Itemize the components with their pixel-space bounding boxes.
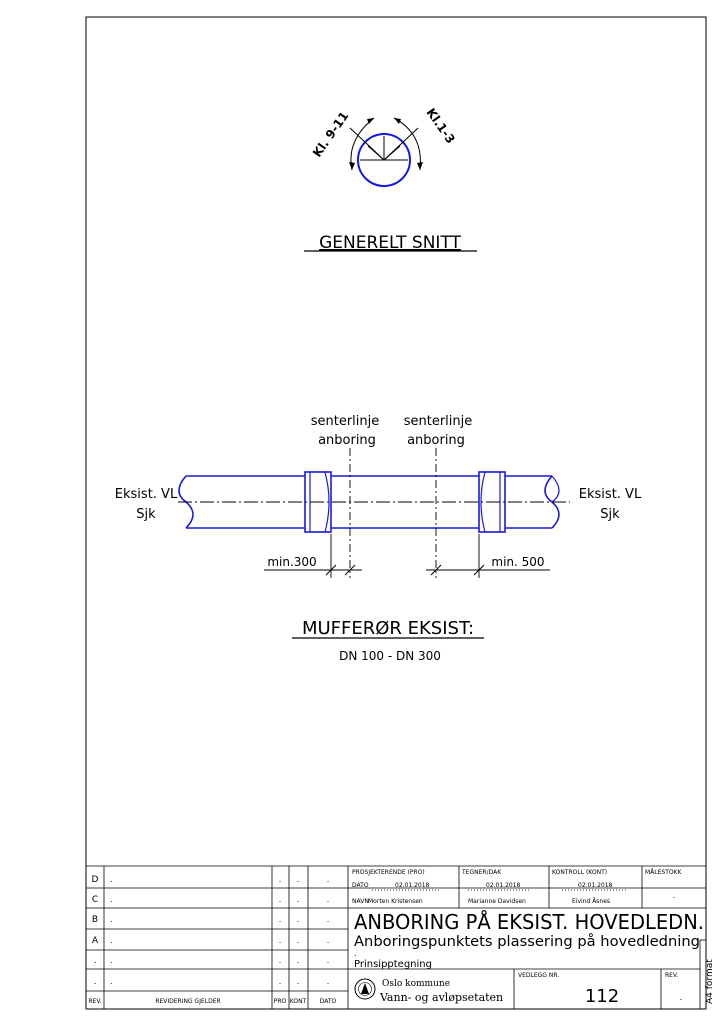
tegner-label: TEGNER/DAK [461,869,502,876]
rev-row-1-dato: . [327,875,330,884]
rev-row-1-rev: D [92,875,99,885]
header-dato: DATO [320,998,337,1005]
label-drilling-1: anboring [318,433,376,448]
label-left-end-line2: Sjk [136,507,156,522]
navn-label: NAVN [352,898,369,905]
malestokk-value: . [673,891,676,900]
dim-label-left: min.300 [267,555,316,569]
rev-row-6-pro: . [279,977,282,986]
rev-row-2-rev: C [92,895,98,905]
header-kont: KONT [290,998,307,1005]
rev-row-6-dato: . [327,977,330,986]
drawing-title: ANBORING PÅ EKSIST. HOVEDLEDN. [354,910,704,934]
section-title: GENERELT SNITT [319,233,461,253]
oslo-kommune-logo [354,978,376,1000]
rev-row-4-kont: . [297,936,300,945]
dim-tick-left-2 [344,564,356,576]
rev-row-2-pro: . [279,895,282,904]
kontroll-name: Eivind Åsnes [572,898,610,905]
label-right-end-line1: Eksist. VL [579,487,642,502]
label-centerline-2: senterlinje [404,414,473,429]
org-line2: Vann- og avløpsetaten [379,991,503,1004]
format-label: A4 format [705,959,715,1004]
tegner-date: 02.01.2018 [486,882,521,889]
rev-row-4-dato: . [327,936,330,945]
rev-row-1-text: . [110,875,113,884]
label-clock-9-11: Kl. 9-11 [310,109,351,160]
rev-row-4-text: . [110,936,113,945]
rev-row-1-kont: . [297,875,300,884]
rev-row-6-text: . [110,977,113,986]
dim-tick-left-1 [325,564,337,576]
arrow-right-bottom [417,162,423,170]
rev-row-3-kont: . [297,915,300,924]
title-block-text: D . . . . C . . . . B . . . . A . . . . … [88,869,715,1007]
rev-row-3-text: . [110,915,113,924]
pipe-elevation: senterlinje anboring senterlinje anborin… [115,414,642,663]
label-left-end-line1: Eksist. VL [115,487,178,502]
rev-row-2-kont: . [297,895,300,904]
rev-row-6-rev: . [94,977,97,987]
dim-tick-right-1 [430,564,442,576]
dato-label: DATO [352,882,369,889]
arrow-left-bottom [349,162,355,170]
header-rev: REV. [88,998,101,1005]
leader-right [383,127,419,161]
tegner-name: Marianne Davidsen [468,898,526,905]
org-line1: Oslo kommune [382,979,450,989]
rev-row-5-dato: . [327,956,330,965]
leader-left [349,127,385,161]
pipe-title: MUFFERØR EKSIST: [302,618,474,639]
rev-row-2-text: . [110,895,113,904]
header-revision-text: REVIDERING GJELDER [155,998,220,1005]
vedlegg-label: VEDLEGG NR. [518,972,559,979]
rev-label: REV. [665,972,678,979]
drawing-dot: . [354,949,357,958]
pipe-subtitle: DN 100 - DN 300 [339,649,441,663]
right-break-line-back [551,475,560,503]
kontroll-label: KONTROLL (KONT) [552,869,607,876]
drawing-subtitle: Anboringspunktets plassering på hovedled… [354,933,700,950]
rev-row-5-rev: . [94,956,97,966]
label-centerline-1: senterlinje [311,414,380,429]
rev-row-6-kont: . [297,977,300,986]
rev-row-3-dato: . [327,915,330,924]
drawing-type: Prinsipptegning [354,959,432,970]
label-clock-1-3: Kl.1-3 [424,106,458,147]
section-view: Kl. 9-11 Kl.1-3 GENERELT SNITT [304,106,477,253]
prosjekterende-label: PROSJEKTERENDE (PRO) [352,869,425,876]
arrow-right-top [394,118,401,124]
arrow-left-top [367,118,374,124]
arc-right [393,117,421,171]
pro-name: Morten Kristensen [368,898,423,905]
rev-row-1-pro: . [279,875,282,884]
rev-row-3-rev: B [92,915,98,925]
vedlegg-value: 112 [585,986,619,1007]
rev-row-3-pro: . [279,915,282,924]
pro-date: 02.01.2018 [395,882,430,889]
title-block [86,865,706,1009]
malestokk-label: MÅLESTOKK [645,869,683,876]
label-right-end-line2: Sjk [600,507,620,522]
dim-tick-right-2 [473,564,485,576]
rev-row-5-kont: . [297,956,300,965]
pipe-cross-section [357,133,411,187]
rev-value: . [680,993,683,1003]
rev-row-4-pro: . [279,936,282,945]
rev-row-5-pro: . [279,956,282,965]
rev-row-5-text: . [110,956,113,965]
dim-label-right: min. 500 [491,555,544,569]
kontroll-date: 02.01.2018 [578,882,613,889]
sheet-border [85,16,707,1010]
rev-row-4-rev: A [92,936,99,946]
header-pro: PRO [274,998,287,1005]
rev-row-2-dato: . [327,895,330,904]
label-drilling-2: anboring [407,433,465,448]
